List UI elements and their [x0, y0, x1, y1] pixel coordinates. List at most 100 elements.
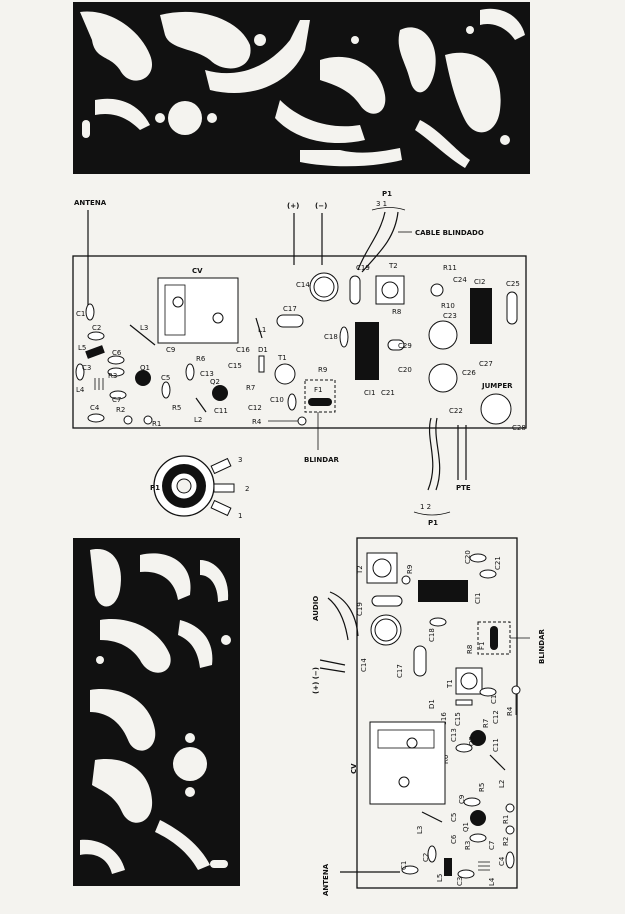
svg-text:C25: C25: [506, 280, 520, 288]
svg-text:C9: C9: [166, 346, 175, 354]
svg-text:C1: C1: [76, 310, 85, 318]
svg-text:R2: R2: [116, 406, 125, 414]
svg-text:R7: R7: [246, 384, 255, 392]
top-pcb-foil: [73, 2, 530, 174]
svg-text:R1: R1: [502, 815, 510, 824]
svg-text:R5: R5: [478, 783, 486, 792]
svg-text:C17: C17: [283, 305, 297, 313]
svg-text:R10: R10: [441, 302, 455, 310]
svg-text:C10: C10: [270, 396, 284, 404]
svg-text:C28: C28: [512, 424, 526, 432]
svg-text:R6: R6: [442, 754, 450, 764]
svg-text:F1: F1: [478, 642, 486, 650]
svg-text:CI1: CI1: [474, 593, 482, 604]
svg-text:T2: T2: [388, 262, 398, 270]
blindar-top-label: BLINDAR: [304, 456, 339, 464]
svg-text:L5: L5: [436, 874, 444, 882]
svg-text:R6: R6: [196, 355, 206, 363]
svg-text:R8: R8: [466, 645, 474, 654]
svg-text:L2: L2: [498, 780, 506, 788]
svg-text:L1: L1: [258, 326, 266, 334]
svg-text:C7: C7: [112, 396, 121, 404]
svg-text:C20: C20: [464, 550, 472, 564]
svg-text:C12: C12: [492, 710, 500, 724]
pot-pin-3: 3: [238, 456, 242, 464]
bottom-component-board: T2 R9 C20 C21 CI1 AUDIO (+) (−) C19 C14 …: [312, 537, 546, 896]
svg-text:C11: C11: [214, 407, 228, 415]
pm-label: (+) (−): [312, 667, 320, 694]
svg-text:C9: C9: [458, 795, 466, 804]
cv-bottom-label: CV: [350, 763, 358, 774]
svg-text:R5: R5: [172, 404, 181, 412]
svg-text:R8: R8: [392, 308, 401, 316]
potentiometer: P1 3 2 1: [150, 455, 249, 520]
svg-text:C15: C15: [454, 712, 462, 726]
svg-text:C3: C3: [82, 364, 91, 372]
blindar-bottom-label: BLINDAR: [538, 629, 546, 664]
bottom-pcb-foil: [73, 538, 240, 886]
svg-text:R4: R4: [252, 418, 262, 426]
svg-text:R1: R1: [152, 420, 161, 428]
svg-text:L4: L4: [488, 877, 496, 886]
svg-text:C16: C16: [440, 712, 448, 726]
svg-text:R7: R7: [482, 719, 490, 728]
svg-text:C14: C14: [360, 658, 368, 672]
svg-text:C16: C16: [236, 346, 250, 354]
svg-text:C19: C19: [356, 602, 364, 616]
svg-text:C19: C19: [356, 264, 370, 272]
audio-label: AUDIO: [312, 596, 320, 621]
svg-text:C2: C2: [92, 324, 101, 332]
svg-text:C27: C27: [479, 360, 493, 368]
svg-text:T1: T1: [277, 354, 287, 362]
svg-text:C21: C21: [494, 556, 502, 570]
svg-text:R4: R4: [506, 706, 514, 716]
svg-text:F1: F1: [314, 386, 322, 394]
p1-top-pins: 3 1: [376, 200, 387, 208]
svg-text:C2: C2: [422, 853, 430, 862]
svg-text:R9: R9: [318, 366, 327, 374]
pot-pin-1: 1: [238, 512, 242, 520]
svg-text:C13: C13: [450, 728, 458, 742]
svg-text:L3: L3: [416, 826, 424, 834]
svg-text:L2: L2: [194, 416, 202, 424]
svg-text:R2: R2: [502, 837, 510, 846]
jumper-label: JUMPER: [481, 382, 513, 390]
antena-bottom-label: ANTENA: [322, 863, 330, 896]
svg-text:C24: C24: [453, 276, 467, 284]
svg-text:C18: C18: [428, 628, 436, 642]
potentiometer-label: P1: [150, 484, 160, 492]
svg-text:Q2: Q2: [468, 736, 476, 746]
svg-text:C26: C26: [462, 369, 476, 377]
svg-text:T1: T1: [446, 679, 454, 689]
svg-text:C17: C17: [396, 664, 404, 678]
svg-text:R3: R3: [464, 841, 472, 850]
svg-text:C7: C7: [488, 841, 496, 850]
pte-label: PTE: [456, 484, 471, 492]
svg-text:L5: L5: [78, 344, 86, 352]
svg-text:R9: R9: [406, 565, 414, 574]
svg-text:L4: L4: [76, 386, 85, 394]
svg-text:C18: C18: [324, 333, 338, 341]
svg-text:C20: C20: [398, 366, 412, 374]
svg-text:D1: D1: [428, 699, 436, 709]
minus-label: (−): [315, 202, 327, 210]
svg-text:Q1: Q1: [462, 822, 470, 832]
svg-text:CI2: CI2: [474, 278, 485, 286]
pot-pin-2: 2: [245, 485, 249, 493]
svg-text:Q1: Q1: [140, 364, 150, 372]
top-component-board: ANTENA CV (+) (−) P1 3 1 CABLE BLINDADO …: [72, 190, 527, 527]
svg-text:R11: R11: [443, 264, 457, 272]
p1-top-label: P1: [382, 190, 392, 198]
svg-text:C15: C15: [228, 362, 242, 370]
p1-bottom-pins: 1 2: [420, 503, 431, 511]
svg-text:R3: R3: [108, 372, 117, 380]
svg-text:C12: C12: [248, 404, 262, 412]
svg-text:C29: C29: [398, 342, 412, 350]
svg-text:T2: T2: [356, 565, 364, 575]
svg-text:C4: C4: [498, 856, 506, 866]
plus-label: (+): [287, 202, 299, 210]
svg-text:L3: L3: [140, 324, 148, 332]
svg-text:C13: C13: [200, 370, 214, 378]
antena-label: ANTENA: [74, 199, 107, 207]
svg-text:C23: C23: [443, 312, 457, 320]
